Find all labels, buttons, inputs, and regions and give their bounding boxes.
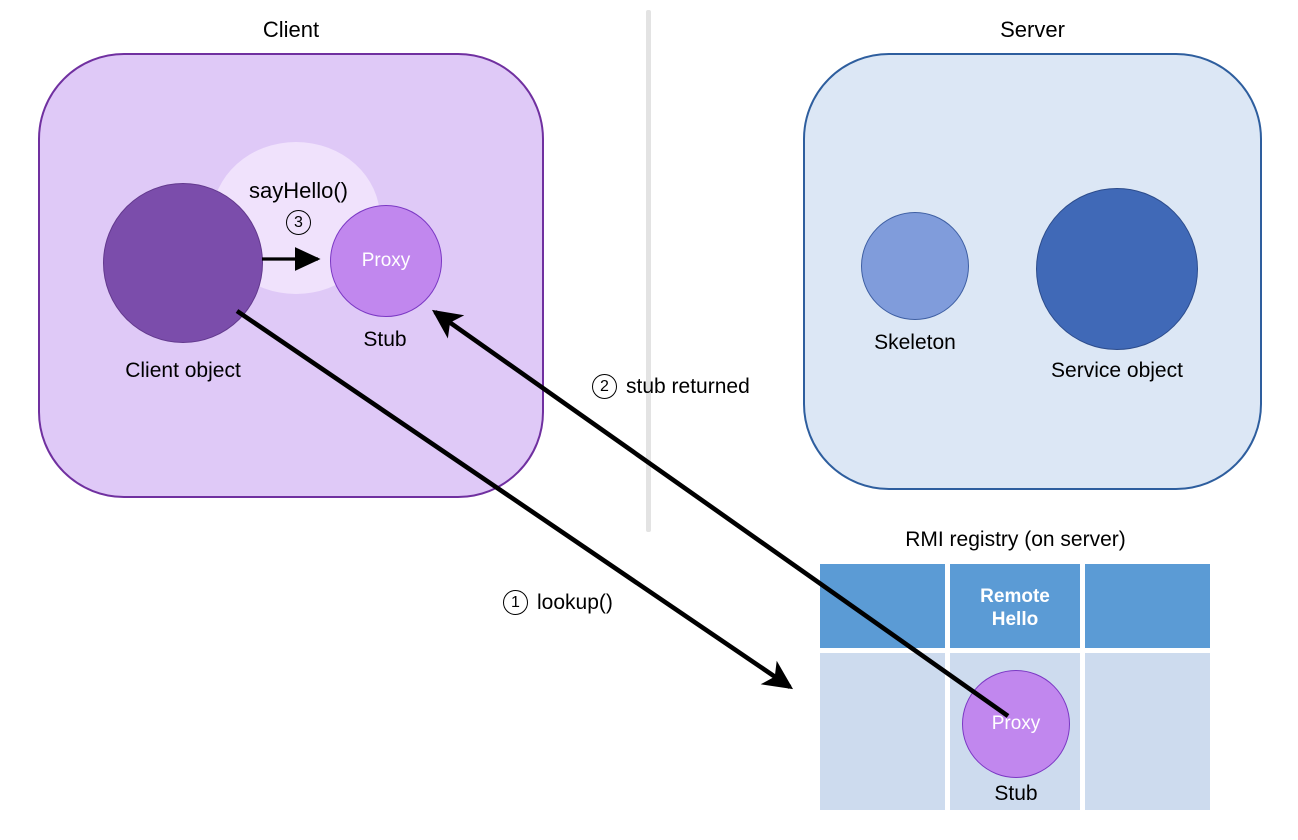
registry-header-cell-1 (820, 564, 945, 648)
registry-binding-name-line2: Hello (991, 609, 1039, 630)
registry-body-cell-3 (1085, 653, 1210, 810)
sayhello-method-label: sayHello() (248, 178, 349, 203)
registry-header-cell-1-text (820, 564, 945, 648)
skeleton-caption: Skeleton (874, 331, 956, 354)
client-server-divider (646, 10, 651, 532)
registry-header-cell-2-text: Remote Hello (950, 564, 1080, 648)
registry-stub-proxy-circle: Proxy (962, 670, 1070, 778)
step-2-marker: 2 stub returned (592, 374, 750, 399)
registry-stub-caption: Stub (994, 782, 1038, 805)
step-3-marker: 3 (216, 210, 381, 235)
client-zone-title: Client (262, 17, 320, 42)
step-1-marker: 1 lookup() (503, 590, 613, 615)
registry-header-cell-2: Remote Hello (950, 564, 1080, 648)
registry-binding-name-line1: Remote (980, 586, 1050, 607)
service-object-circle (1036, 188, 1198, 350)
registry-header-cell-3 (1085, 564, 1210, 648)
registry-proxy-label: Proxy (991, 713, 1041, 734)
step-2-number: 2 (592, 374, 617, 399)
service-object-caption: Service object (1051, 359, 1183, 382)
client-stub-caption: Stub (363, 328, 407, 351)
server-zone-title: Server (1000, 17, 1065, 42)
registry-header-cell-3-text (1085, 564, 1210, 648)
client-object-circle (103, 183, 263, 343)
registry-title: RMI registry (on server) (905, 528, 1126, 551)
step-2-label: stub returned (626, 375, 750, 398)
client-proxy-label: Proxy (361, 250, 411, 271)
skeleton-circle (861, 212, 969, 320)
step-1-number: 1 (503, 590, 528, 615)
step-3-number: 3 (286, 210, 311, 235)
registry-body-cell-1 (820, 653, 945, 810)
step-1-label: lookup() (537, 591, 613, 614)
client-object-caption: Client object (125, 359, 241, 382)
